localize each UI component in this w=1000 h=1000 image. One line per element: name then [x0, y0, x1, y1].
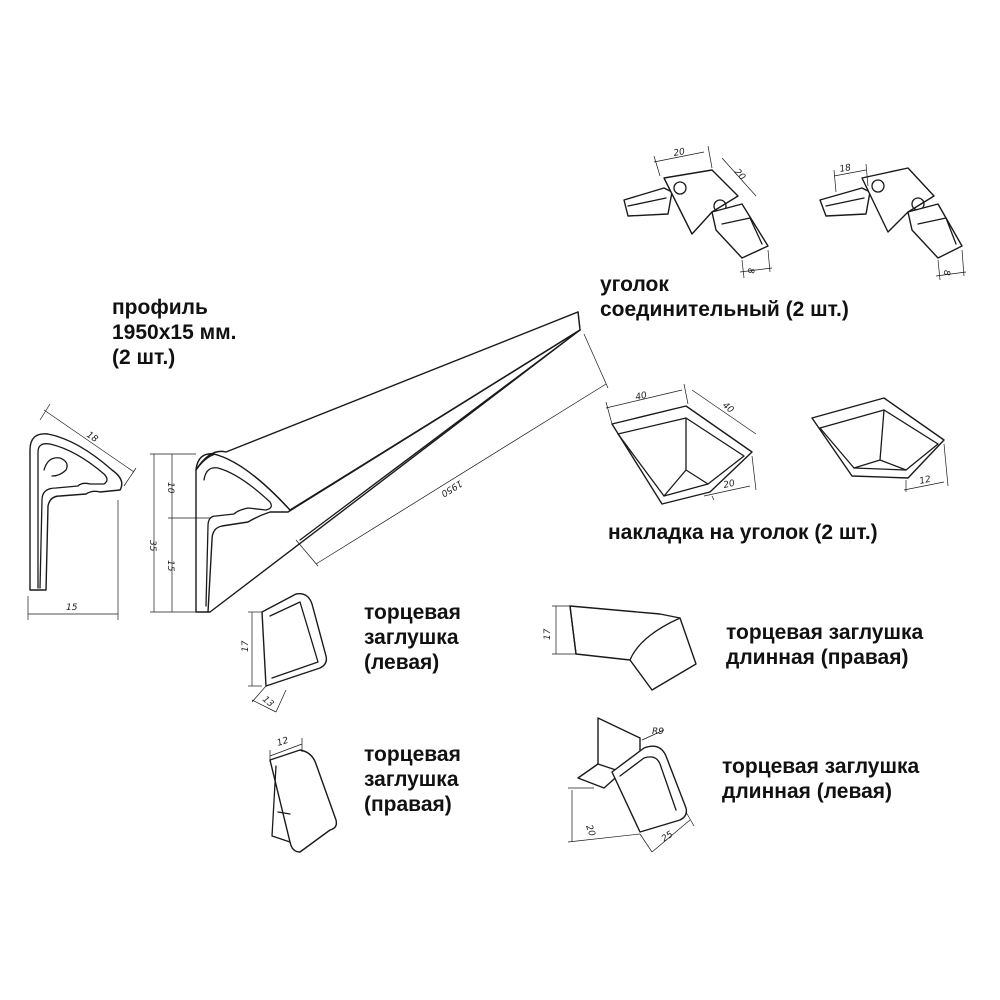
label-long-cap-right: торцевая заглушка длинная (правая) [726, 620, 923, 670]
dim-cap-left-depth: 13 [260, 695, 275, 710]
dim-long-right-height: 17 [543, 628, 553, 640]
dim-long-left-height: 20 [583, 824, 596, 838]
corner-cover-b [811, 397, 949, 492]
long-end-cap-right [552, 605, 697, 691]
label-corner-cover: накладка на уголок (2 шт.) [608, 520, 878, 545]
dim-connector-b-top: 18 [839, 163, 852, 175]
dim-cover-a-top: 40 [635, 391, 649, 403]
dim-connector-a-leg: 8 [745, 268, 755, 274]
corner-connector-a [623, 145, 773, 279]
dim-section-width: 15 [66, 603, 78, 613]
dim-profile-length: 1950 [439, 477, 464, 498]
label-profile-line-3: (2 шт.) [112, 346, 176, 369]
dim-profile-upper: 10 [165, 482, 175, 494]
label-profile-line-2: 1950х15 мм. [112, 321, 237, 344]
profile-long-view [150, 311, 609, 613]
long-end-cap-left [567, 717, 695, 853]
label-end-cap-left-line-1: торцевая [364, 601, 461, 624]
label-end-cap-right: торцевая заглушка (правая) [364, 742, 461, 817]
label-corner-connector-line-2: соединительный (2 шт.) [600, 298, 849, 321]
label-end-cap-left: торцевая заглушка (левая) [364, 600, 461, 675]
label-end-cap-right-line-1: торцевая [364, 743, 461, 766]
label-long-cap-right-line-1: торцевая заглушка [726, 621, 924, 644]
dim-connector-a-side: 20 [732, 167, 747, 182]
label-corner-connector-line-1: уголок [600, 273, 669, 296]
dim-cap-right-top: 12 [276, 736, 290, 749]
dim-long-left-radius: R9 [652, 727, 664, 737]
corner-connector-b [819, 163, 967, 281]
dim-profile-lower: 15 [165, 560, 175, 572]
end-cap-left [248, 593, 328, 713]
dim-connector-a-top: 20 [673, 147, 686, 159]
label-long-cap-right-line-2: длинная (правая) [726, 646, 909, 669]
label-profile-line-1: профиль [112, 296, 208, 319]
label-end-cap-right-line-2: заглушка [364, 768, 459, 791]
label-long-cap-left: торцевая заглушка длинная (левая) [722, 754, 919, 804]
profile-cross-section [27, 403, 137, 620]
dim-profile-height: 35 [147, 540, 157, 552]
dim-cover-a-front: 20 [723, 479, 737, 491]
dim-cover-a-side: 40 [720, 401, 735, 416]
label-corner-connector: уголок соединительный (2 шт.) [600, 272, 849, 322]
dim-connector-b-leg: 8 [941, 270, 951, 276]
corner-cover-a [605, 383, 757, 505]
dim-cover-b-front: 12 [919, 475, 933, 487]
label-corner-cover-line-1: накладка на уголок (2 шт.) [608, 521, 878, 544]
label-end-cap-left-line-2: заглушка [364, 626, 459, 649]
dim-section-top: 18 [84, 430, 99, 445]
label-end-cap-right-line-3: (правая) [364, 793, 452, 816]
dim-long-left-width: 25 [660, 830, 675, 845]
label-long-cap-left-line-1: торцевая заглушка [722, 755, 920, 778]
label-end-cap-left-line-3: (левая) [364, 651, 440, 674]
label-profile: профиль 1950х15 мм. (2 шт.) [112, 295, 237, 370]
dim-cap-left-height: 17 [241, 640, 251, 652]
label-long-cap-left-line-2: длинная (левая) [722, 780, 893, 803]
end-cap-right [269, 738, 338, 853]
